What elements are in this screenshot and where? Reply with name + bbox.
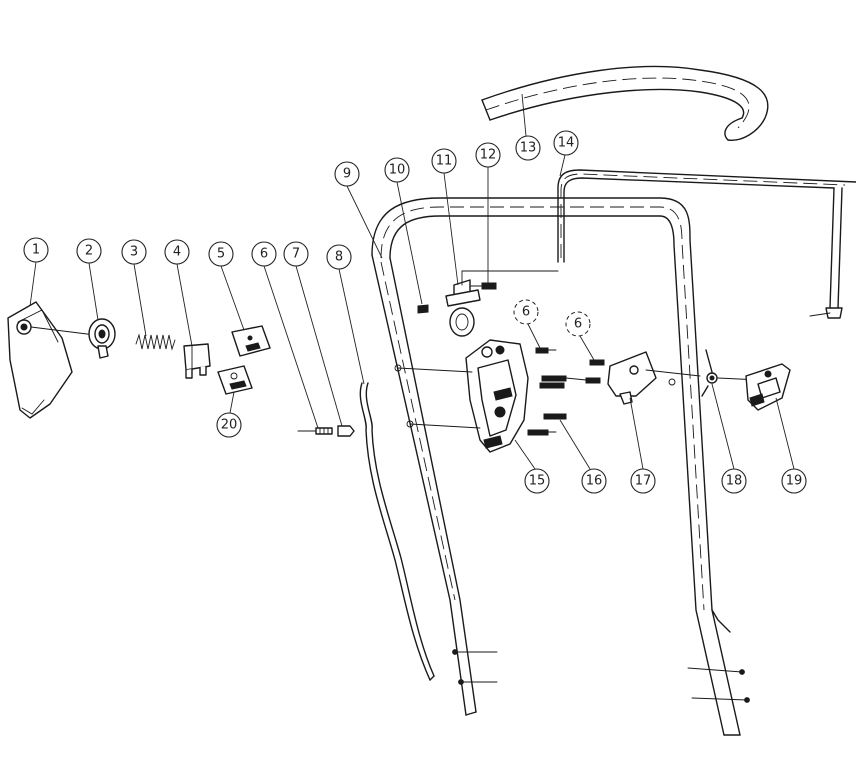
callout-5: 5 xyxy=(208,241,245,331)
callout-label-3: 3 xyxy=(130,245,138,260)
pin xyxy=(417,304,429,314)
callout-label-19: 19 xyxy=(786,474,803,489)
callouts: 1 2 3 4 5 6 xyxy=(23,93,807,494)
cable xyxy=(359,382,435,681)
callout-3: 3 xyxy=(121,239,147,337)
callout-label-17: 17 xyxy=(635,474,652,489)
callout-20: 20 xyxy=(216,391,242,438)
callout-label-8: 8 xyxy=(335,250,343,265)
callout-label-15: 15 xyxy=(529,474,546,489)
callout-11: 11 xyxy=(431,148,459,286)
screw-and-nut xyxy=(297,425,355,437)
callout-label-12: 12 xyxy=(480,148,497,163)
cable-rod xyxy=(557,169,856,319)
callout-6-middle: 6 xyxy=(513,299,541,349)
callout-label-16: 16 xyxy=(586,474,603,489)
callout-label-5: 5 xyxy=(217,247,225,262)
callout-label-2: 2 xyxy=(85,244,93,259)
callout-14: 14 xyxy=(553,130,579,177)
callout-4: 4 xyxy=(164,239,193,347)
callout-label-7: 7 xyxy=(292,247,300,262)
top-grip-handle xyxy=(481,65,769,141)
spring xyxy=(135,333,176,351)
callout-2: 2 xyxy=(76,238,102,321)
callout-9: 9 xyxy=(334,161,383,259)
callout-label-13: 13 xyxy=(520,141,537,156)
screws xyxy=(527,347,605,436)
callout-8: 8 xyxy=(326,244,365,385)
cable-clamp xyxy=(445,270,559,337)
callout-6-left: 6 xyxy=(251,241,319,429)
callout-16: 16 xyxy=(559,419,607,494)
callout-label-10: 10 xyxy=(389,163,406,178)
callout-label-11: 11 xyxy=(436,154,453,169)
switch-housing xyxy=(397,339,529,453)
callout-label-1: 1 xyxy=(32,243,40,258)
callout-13: 13 xyxy=(515,93,541,161)
torsion-spring xyxy=(701,349,761,397)
callout-label-9: 9 xyxy=(343,167,351,182)
callout-label-6-right: 6 xyxy=(574,317,582,332)
callout-label-4: 4 xyxy=(173,245,181,260)
callout-17: 17 xyxy=(629,397,656,494)
callout-10: 10 xyxy=(384,157,423,305)
callout-19: 19 xyxy=(775,397,807,494)
housing-cover xyxy=(7,301,96,419)
bracket xyxy=(607,351,701,405)
main-handle-frame xyxy=(371,197,750,736)
callout-label-6-left: 6 xyxy=(260,247,268,262)
plate-upper xyxy=(231,325,271,357)
callout-1: 1 xyxy=(23,237,49,307)
callout-18: 18 xyxy=(711,383,747,494)
bushing xyxy=(88,318,116,359)
clip-block xyxy=(183,343,211,379)
callout-15: 15 xyxy=(514,439,550,494)
callout-label-14: 14 xyxy=(558,136,575,151)
callout-label-20: 20 xyxy=(221,418,238,433)
bolt-12 xyxy=(469,282,497,290)
callout-12: 12 xyxy=(475,142,501,283)
callout-label-18: 18 xyxy=(726,474,743,489)
plate-lower xyxy=(217,365,253,395)
callout-7: 7 xyxy=(283,241,343,427)
lever xyxy=(745,363,791,411)
callout-6-right: 6 xyxy=(565,311,595,361)
callout-label-6-middle: 6 xyxy=(522,305,530,320)
